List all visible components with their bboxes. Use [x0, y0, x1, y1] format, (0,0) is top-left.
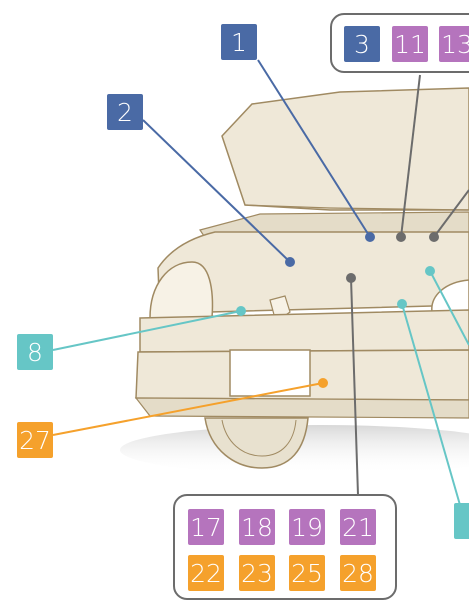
leader-1-target-dot	[365, 232, 375, 242]
callout-11[interactable]: 11	[392, 26, 428, 62]
callout-1[interactable]: 1	[221, 24, 257, 60]
leader-27-target-dot	[318, 378, 328, 388]
leader-8-target-dot	[236, 306, 246, 316]
callout-3[interactable]: 3	[344, 26, 380, 62]
callout-right-partial[interactable]	[454, 503, 469, 539]
callout-18[interactable]: 18	[239, 509, 275, 545]
leader-2-target-dot	[285, 257, 295, 267]
callout-25[interactable]: 25	[289, 555, 325, 591]
callout-23[interactable]: 23	[239, 555, 275, 591]
callout-19[interactable]: 19	[289, 509, 325, 545]
callout-2[interactable]: 2	[107, 94, 143, 130]
leader-right-a-target-dot	[425, 266, 435, 276]
callout-22[interactable]: 22	[188, 555, 224, 591]
leader-11-target-dot	[396, 232, 406, 242]
callout-8[interactable]: 8	[17, 334, 53, 370]
raised-hood	[222, 88, 469, 210]
top-callout-group: 3 11 13	[330, 13, 469, 73]
upper-bumper	[140, 310, 469, 352]
leader-right-b-target-dot	[397, 299, 407, 309]
callout-27[interactable]: 27	[17, 422, 53, 458]
callout-13[interactable]: 13	[439, 26, 469, 62]
callout-28[interactable]: 28	[340, 555, 376, 591]
license-plate	[230, 350, 310, 396]
callout-21[interactable]: 21	[340, 509, 376, 545]
bottom-callout-group: 17 18 19 21 22 23 25 28	[173, 494, 397, 600]
leader-13-target-dot	[429, 232, 439, 242]
callout-17[interactable]: 17	[188, 509, 224, 545]
leader-center-target-dot	[346, 273, 356, 283]
